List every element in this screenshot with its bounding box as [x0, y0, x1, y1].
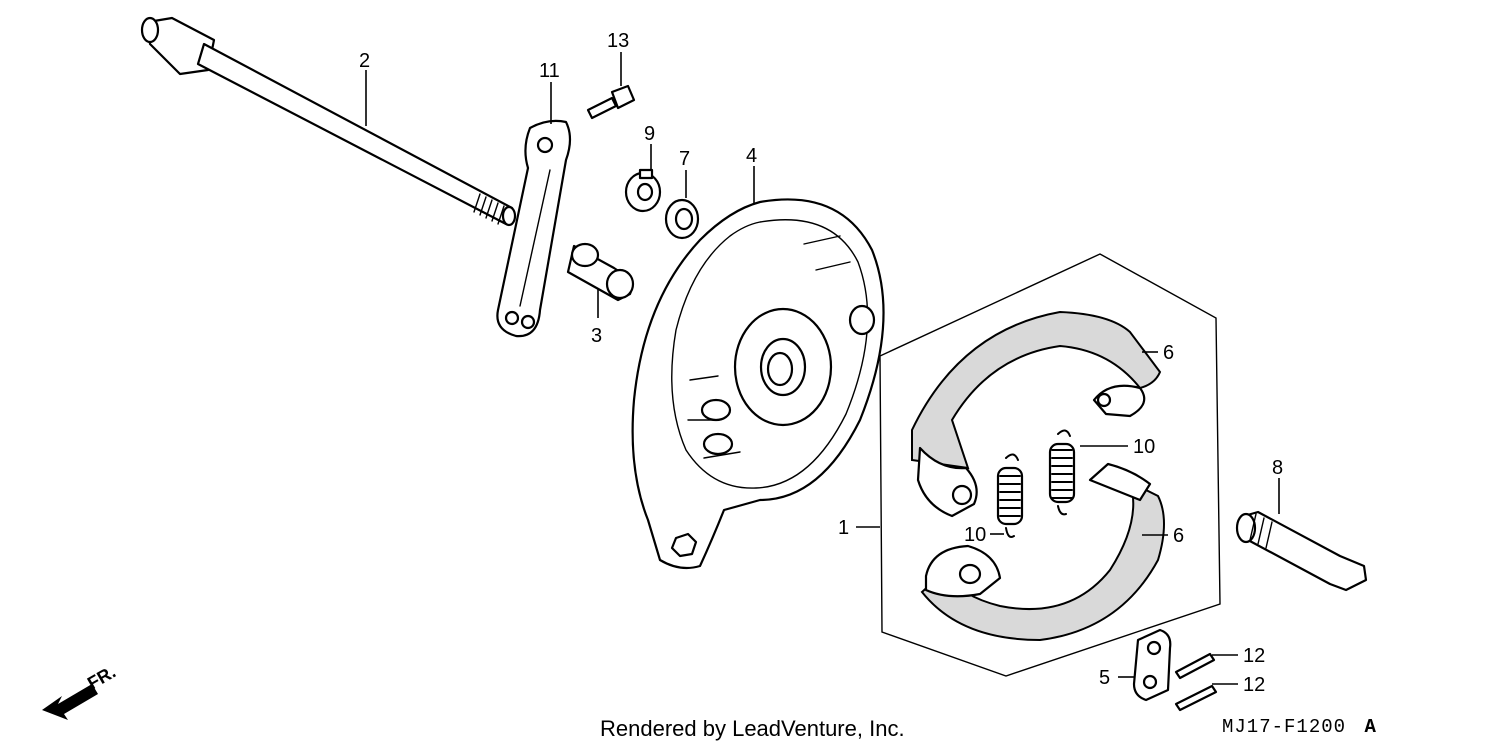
callout-4: 4 — [746, 145, 757, 167]
callout-6-lower: 6 — [1173, 525, 1184, 547]
callout-10-upper: 10 — [1133, 436, 1155, 458]
part-8-brake-cam[interactable] — [1235, 510, 1368, 592]
callout-8: 8 — [1272, 457, 1283, 479]
part-4-brake-panel[interactable] — [631, 198, 885, 570]
callout-12-lower: 12 — [1243, 674, 1265, 696]
part-3-collar[interactable] — [566, 242, 635, 302]
diagram-code-suffix: A — [1364, 716, 1377, 738]
callout-1: 1 — [838, 517, 849, 539]
callout-labels: 2 11 13 9 7 4 3 1 6 6 10 10 8 5 12 12 — [359, 30, 1283, 696]
part-12-cotter-pin-lower[interactable] — [1174, 684, 1218, 712]
callout-6-upper: 6 — [1163, 342, 1174, 364]
part-1-shoe-set-outline — [879, 253, 1221, 677]
callout-2: 2 — [359, 50, 370, 72]
callout-10-lower: 10 — [964, 524, 986, 546]
callout-13: 13 — [607, 30, 629, 52]
part-10-spring-upper[interactable] — [1048, 429, 1076, 516]
part-13-bolt[interactable] — [586, 84, 636, 120]
render-credit: Rendered by LeadVenture, Inc. — [600, 716, 905, 741]
part-5-plate[interactable] — [1132, 628, 1172, 702]
callout-11: 11 — [539, 60, 560, 82]
callout-12-upper: 12 — [1243, 645, 1265, 667]
callout-3: 3 — [591, 325, 602, 347]
diagram-code-number: MJ17-F1200 — [1222, 716, 1347, 738]
part-10-spring-lower[interactable] — [996, 453, 1024, 538]
part-6-lower-shoe[interactable] — [920, 462, 1165, 642]
callout-7: 7 — [679, 148, 690, 170]
part-9-lock-washer[interactable] — [624, 168, 662, 213]
part-12-cotter-pin-upper[interactable] — [1174, 652, 1216, 680]
callout-9: 9 — [644, 123, 655, 145]
diagram-code: MJ17-F1200 A — [1222, 716, 1377, 738]
callout-5: 5 — [1099, 667, 1110, 689]
leader-lines — [365, 52, 1280, 685]
part-2-axle[interactable] — [140, 16, 517, 227]
part-7-washer[interactable] — [664, 198, 700, 240]
front-direction-arrow-icon: FR. — [42, 662, 119, 720]
part-6-upper-shoe[interactable] — [911, 310, 1162, 518]
part-11-brake-arm[interactable] — [496, 119, 572, 338]
